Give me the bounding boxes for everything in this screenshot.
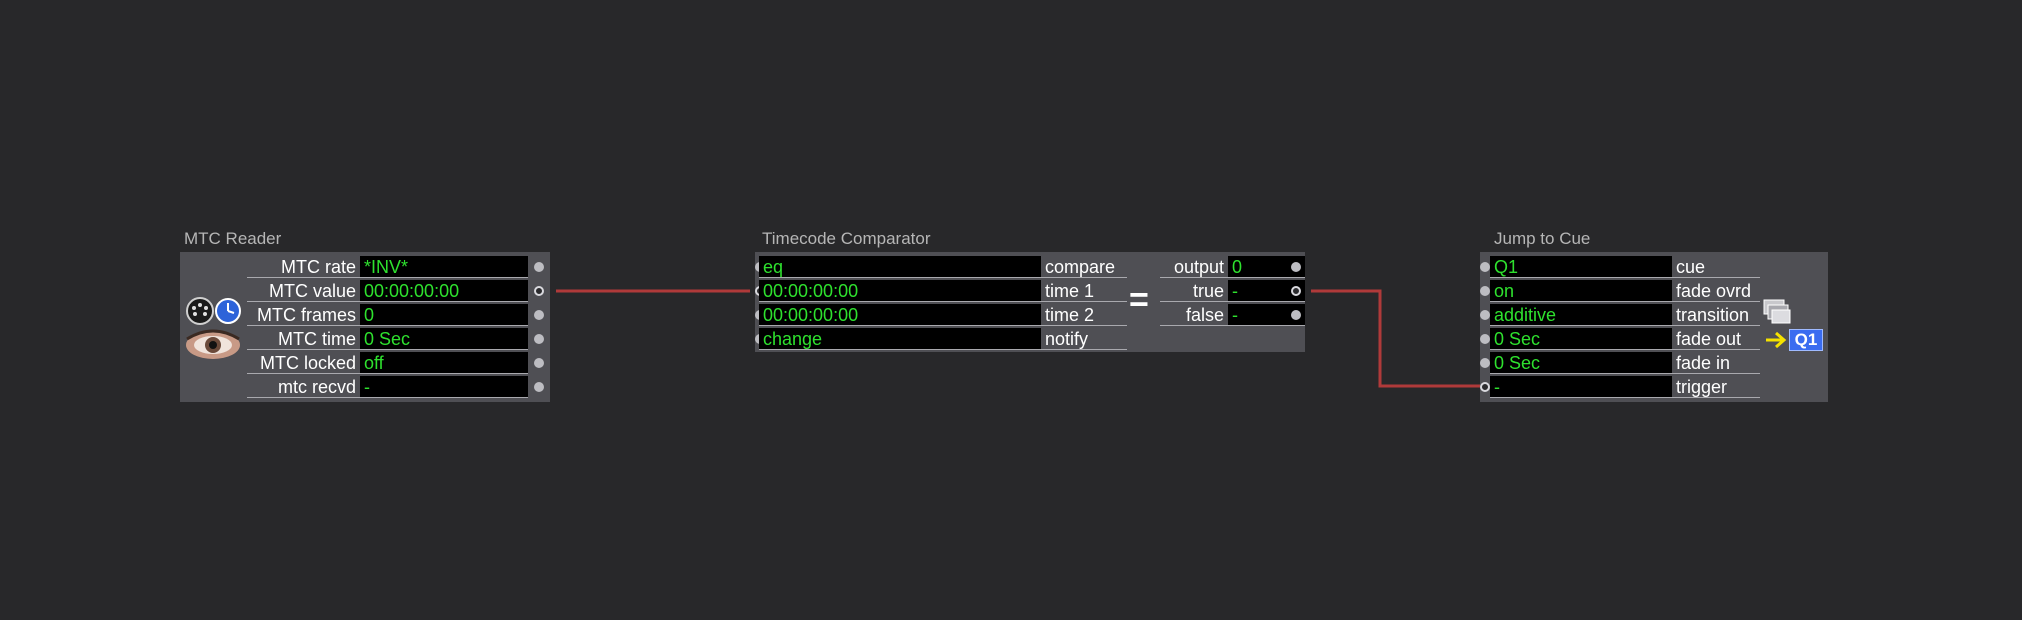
compare-value[interactable]: eq [759, 256, 1041, 278]
equals-icon: = [1129, 281, 1149, 319]
fade-out-input-port[interactable] [1480, 334, 1490, 344]
time-1-row: 00:00:00:00 time 1 [755, 280, 1127, 302]
mtc-frames-row: MTC frames 0 [180, 304, 550, 326]
mtc-time-value[interactable]: 0 Sec [360, 328, 528, 350]
mtc-time-output-port[interactable] [534, 334, 544, 344]
true-output-port[interactable] [1291, 286, 1301, 296]
transition-value[interactable]: additive [1490, 304, 1672, 326]
mtc-locked-value[interactable]: off [360, 352, 528, 374]
trigger-input-port[interactable] [1480, 382, 1490, 392]
transition-label: transition [1672, 304, 1760, 326]
cue-input-port[interactable] [1480, 262, 1490, 272]
time-1-value[interactable]: 00:00:00:00 [759, 280, 1041, 302]
output-label: output [1160, 256, 1228, 278]
mtc-frames-label: MTC frames [247, 304, 360, 326]
cue-value[interactable]: Q1 [1490, 256, 1672, 278]
mtc-time-row: MTC time 0 Sec [180, 328, 550, 350]
mtc-frames-output-port[interactable] [534, 310, 544, 320]
actor-title-jump-to-cue: Jump to Cue [1494, 229, 1591, 248]
fade-in-label: fade in [1672, 352, 1760, 374]
mtc-rate-row: MTC rate *INV* [180, 256, 550, 278]
trigger-value[interactable]: - [1490, 376, 1672, 398]
arrow-right-icon [1766, 331, 1787, 349]
mtc-locked-row: MTC locked off [180, 352, 550, 374]
mtc-rate-label: MTC rate [247, 256, 360, 278]
notify-label: notify [1041, 328, 1127, 350]
mtc-locked-output-port[interactable] [534, 358, 544, 368]
actor-jump-to-cue[interactable]: Q1 cue on fade ovrd additive transition … [1480, 252, 1828, 402]
output-output-port[interactable] [1291, 262, 1301, 272]
mtc-value-output-port[interactable] [534, 286, 544, 296]
false-label: false [1160, 304, 1228, 326]
notify-row: change notify [755, 328, 1127, 350]
actor-timecode-comparator[interactable]: eq compare 00:00:00:00 time 1 00:00:00:0… [755, 252, 1305, 352]
fade-in-row: 0 Sec fade in [1480, 352, 1760, 374]
cue-row: Q1 cue [1480, 256, 1760, 278]
compare-row: eq compare [755, 256, 1127, 278]
fade-in-input-port[interactable] [1480, 358, 1490, 368]
actor-mtc-reader[interactable]: MTC rate *INV* MTC value 00:00:00:00 MTC… [180, 252, 550, 402]
trigger-row: - trigger [1480, 376, 1760, 398]
time-2-row: 00:00:00:00 time 2 [755, 304, 1127, 326]
mtc-locked-label: MTC locked [247, 352, 360, 374]
midi-din-icon [186, 297, 214, 325]
output-value[interactable]: 0 [1228, 256, 1305, 278]
fade-in-value[interactable]: 0 Sec [1490, 352, 1672, 374]
wire-true-to-trigger [1311, 289, 1483, 388]
false-output-port[interactable] [1291, 310, 1301, 320]
notify-value[interactable]: change [759, 328, 1041, 350]
actor-title-timecode-comparator: Timecode Comparator [762, 229, 931, 248]
mtc-rate-value[interactable]: *INV* [360, 256, 528, 278]
false-row: false - [1160, 304, 1305, 326]
actor-title-mtc-reader: MTC Reader [184, 229, 282, 248]
mtc-recvd-label: mtc recvd [247, 376, 360, 398]
stacked-windows-icon [1763, 299, 1791, 324]
mtc-recvd-row: mtc recvd - [180, 376, 550, 398]
true-label: true [1160, 280, 1228, 302]
mtc-recvd-output-port[interactable] [534, 382, 544, 392]
mtc-value-row: MTC value 00:00:00:00 [180, 280, 550, 302]
fade-out-row: 0 Sec fade out [1480, 328, 1760, 350]
cue-label: cue [1672, 256, 1760, 278]
transition-row: additive transition [1480, 304, 1760, 326]
mtc-value-label: MTC value [247, 280, 360, 302]
fade-ovrd-value[interactable]: on [1490, 280, 1672, 302]
mtc-recvd-value[interactable]: - [360, 376, 528, 398]
eye-icon [186, 329, 240, 359]
fade-ovrd-row: on fade ovrd [1480, 280, 1760, 302]
mtc-time-label: MTC time [247, 328, 360, 350]
output-row: output 0 [1160, 256, 1305, 278]
false-value[interactable]: - [1228, 304, 1305, 326]
fade-out-label: fade out [1672, 328, 1760, 350]
fade-out-value[interactable]: 0 Sec [1490, 328, 1672, 350]
time-2-label: time 2 [1041, 304, 1127, 326]
time-2-value[interactable]: 00:00:00:00 [759, 304, 1041, 326]
mtc-rate-output-port[interactable] [534, 262, 544, 272]
time-1-label: time 1 [1041, 280, 1127, 302]
true-row: true - [1160, 280, 1305, 302]
clock-icon [215, 298, 241, 324]
true-value[interactable]: - [1228, 280, 1305, 302]
fade-ovrd-input-port[interactable] [1480, 286, 1490, 296]
compare-label: compare [1041, 256, 1127, 278]
mtc-value-value[interactable]: 00:00:00:00 [360, 280, 528, 302]
transition-input-port[interactable] [1480, 310, 1490, 320]
fade-ovrd-label: fade ovrd [1672, 280, 1760, 302]
mtc-frames-value[interactable]: 0 [360, 304, 528, 326]
trigger-label: trigger [1672, 376, 1760, 398]
cue-badge[interactable]: Q1 [1789, 329, 1823, 351]
